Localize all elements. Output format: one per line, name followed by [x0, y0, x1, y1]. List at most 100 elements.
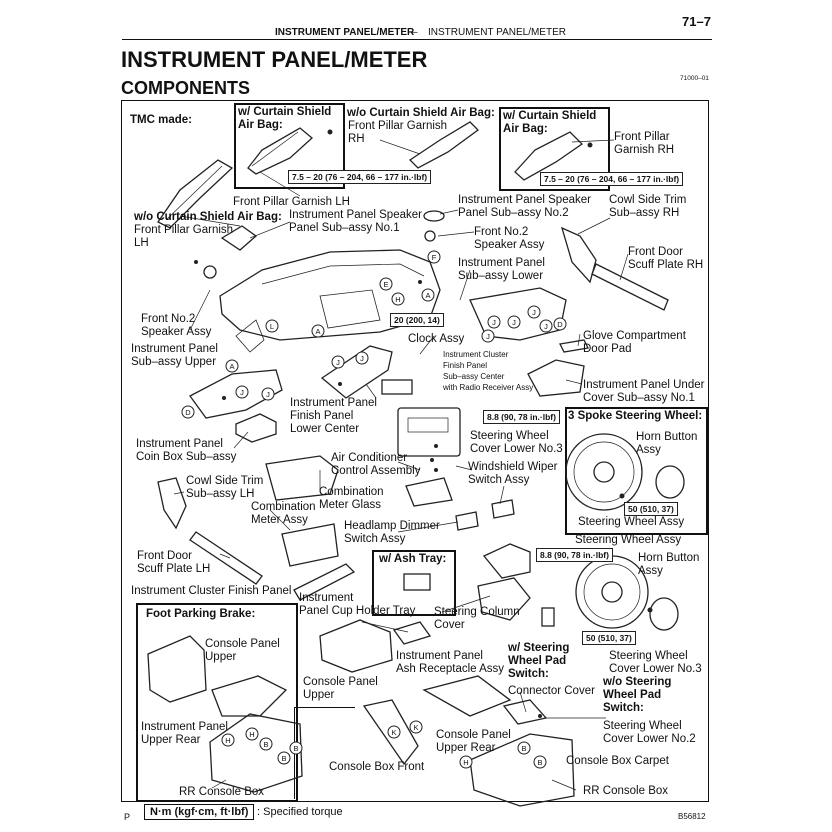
callout-j8: J — [544, 322, 548, 331]
label-horn-button-1: Horn Button Assy — [636, 431, 698, 456]
section-title: COMPONENTS — [121, 78, 251, 98]
under-cover — [527, 359, 585, 397]
horn-button-2 — [649, 597, 679, 631]
pillar-garnish-rh-plain — [408, 121, 479, 169]
label-finish-lower-center: Instrument Panel Finish Panel Lower Cent… — [290, 397, 377, 435]
label-pillar-garnish-rh: Front Pillar Garnish RH — [614, 131, 675, 156]
label-sw-cover-no3: Steering Wheel Cover Lower No.3 — [470, 430, 563, 455]
console-panel-upper-2 — [147, 635, 207, 703]
group-label-curtain-2: w/ Curtain Shield Air Bag: — [503, 110, 597, 135]
horn-button-1 — [655, 465, 685, 499]
glove-pad — [559, 339, 589, 353]
cup-holder — [392, 621, 432, 645]
finish-panel-lower-center — [320, 345, 393, 399]
callout-k: K — [391, 728, 396, 737]
torque-legend-box: N·m (kgf·cm, ft·lbf) — [144, 804, 255, 820]
callout-j5: J — [492, 318, 496, 327]
three-spoke-wheel — [565, 433, 643, 511]
rr-console-box-1 — [209, 713, 303, 793]
label-finish-panel-center: Instrument Cluster Finish Panel Sub–assy… — [443, 350, 534, 392]
pillar-garnish-curtain-rh — [514, 131, 584, 181]
scuff-plate-lh — [189, 531, 263, 585]
torque-spec-7: 50 (510, 37) — [582, 631, 636, 645]
clock — [381, 379, 413, 395]
pillar-garnish-lh — [157, 159, 234, 229]
torque-spec-4: 8.8 (90, 78 in.·lbf) — [483, 410, 560, 424]
footer-code: B56812 — [678, 812, 706, 821]
label-front-speaker-l: Front No.2 Speaker Assy — [141, 313, 212, 338]
label-front-speaker-r: Front No.2 Speaker Assy — [474, 226, 545, 251]
label-rr-console-1: RR Console Box — [179, 786, 265, 798]
label-clock: Clock Assy — [408, 333, 465, 345]
header-section-left: INSTRUMENT PANEL/METER — [275, 27, 415, 38]
label-coin-box: Instrument Panel Coin Box Sub–assy — [136, 438, 237, 463]
group-label-wo-curtain-top: w/o Curtain Shield Air Bag: — [347, 107, 495, 119]
label-steering-wheel-1: Steering Wheel Assy — [578, 516, 685, 528]
front-speaker-r — [424, 230, 436, 242]
label-wiper-switch: Windshield Wiper Switch Assy — [468, 461, 558, 486]
label-scuff-plate-rh: Front Door Scuff Plate RH — [628, 246, 704, 271]
label-console-upper-2: Console Panel Upper — [303, 676, 378, 701]
label-cluster-finish-panel: Instrument Cluster Finish Panel — [131, 585, 292, 597]
label-ash-receptacle: Instrument Panel Ash Receptacle Assy — [396, 650, 505, 675]
group-label-wo-pad: w/o Steering Wheel Pad Switch: — [603, 676, 672, 714]
label-cup-holder: Instrument Panel Cup Holder Tray — [299, 592, 416, 617]
callout-h3: H — [249, 730, 254, 739]
callout-f: F — [432, 253, 437, 262]
ash-tray-drawing — [403, 573, 431, 591]
callout-a3: A — [229, 362, 234, 371]
scuff-plate-rh — [591, 263, 669, 311]
callout-e: E — [383, 280, 388, 289]
label-speaker-panel-no1: Instrument Panel Speaker Panel Sub–assy … — [289, 209, 422, 234]
page-title: INSTRUMENT PANEL/METER — [121, 47, 428, 72]
speaker-panel-no1 — [220, 225, 258, 251]
label-ip-sub-upper: Instrument Panel Sub–assy Upper — [131, 343, 218, 368]
callout-h: H — [395, 295, 400, 304]
headlamp-switch — [455, 511, 479, 531]
label-meter-glass: Combination Meter Glass — [319, 486, 384, 511]
label-pillar-garnish-lh: Front Pillar Garnish LH — [233, 196, 350, 208]
torque-spec-6: 8.8 (90, 78 in.·lbf) — [536, 548, 613, 562]
label-ip-upper-rear: Instrument Panel Upper Rear — [141, 721, 228, 746]
front-speaker-l — [203, 265, 217, 279]
callout-d: D — [185, 408, 191, 417]
group-box-curtain-2 — [499, 107, 610, 191]
callout-h2: H — [225, 736, 230, 745]
pillar-garnish-curtain-lh — [247, 127, 313, 175]
label-connector-cover: Connector Cover — [508, 685, 595, 697]
callout-b3: B — [281, 754, 286, 763]
ip-upper-rear — [211, 675, 288, 717]
label-speaker-panel-no2: Instrument Panel Speaker Panel Sub–assy … — [458, 194, 591, 219]
label-console-upper-1: Console Panel Upper — [205, 638, 280, 663]
label-horn-button-2: Horn Button Assy — [638, 552, 700, 577]
header-section-right: INSTRUMENT PANEL/METER — [428, 27, 566, 38]
callout-j: J — [240, 388, 244, 397]
torque-spec-5: 50 (510, 37) — [624, 502, 678, 516]
callout-j4: J — [360, 354, 364, 363]
group-label-three-spoke: 3 Spoke Steering Wheel: — [568, 410, 703, 422]
footer-page-letter: P — [124, 812, 131, 822]
torque-legend-text: : Specified torque — [257, 806, 343, 818]
callout-j3: J — [336, 358, 340, 367]
callout-k2: K — [413, 723, 418, 732]
cowl-trim-lh — [157, 477, 187, 530]
label-scuff-plate-lh: Front Door Scuff Plate LH — [137, 550, 211, 575]
page-number: 71–7 — [682, 14, 711, 29]
torque-spec-1: 7.5 – 20 (76 – 204, 66 – 177 in.·lbf) — [288, 170, 432, 184]
callout-j2: J — [266, 390, 270, 399]
label-under-cover: Instrument Panel Under Cover Sub–assy No… — [583, 379, 705, 404]
cluster-finish-panel — [293, 563, 356, 601]
ac-control — [405, 477, 453, 507]
group-box-foot-brake — [136, 603, 298, 802]
label-headlamp-switch: Headlamp Dimmer Switch Assy — [344, 520, 440, 545]
label-steering-wheel-2: Steering Wheel Assy — [575, 534, 682, 546]
ip-sub-upper — [189, 369, 283, 419]
label-glove-pad: Glove Compartment Door Pad — [583, 330, 686, 355]
rr-console-box-2 — [469, 733, 575, 807]
console-panel-upper-rear — [422, 675, 512, 717]
label-pillar-garnish-rh-top: Front Pillar Garnish RH — [348, 120, 448, 145]
group-label-w-pad: w/ Steering Wheel Pad Switch: — [508, 642, 570, 680]
label-pillar-garnish-lh2: Front Pillar Garnish LH — [134, 224, 234, 249]
label-combination-meter: Combination Meter Assy — [251, 501, 316, 526]
radio-panel — [397, 407, 461, 457]
